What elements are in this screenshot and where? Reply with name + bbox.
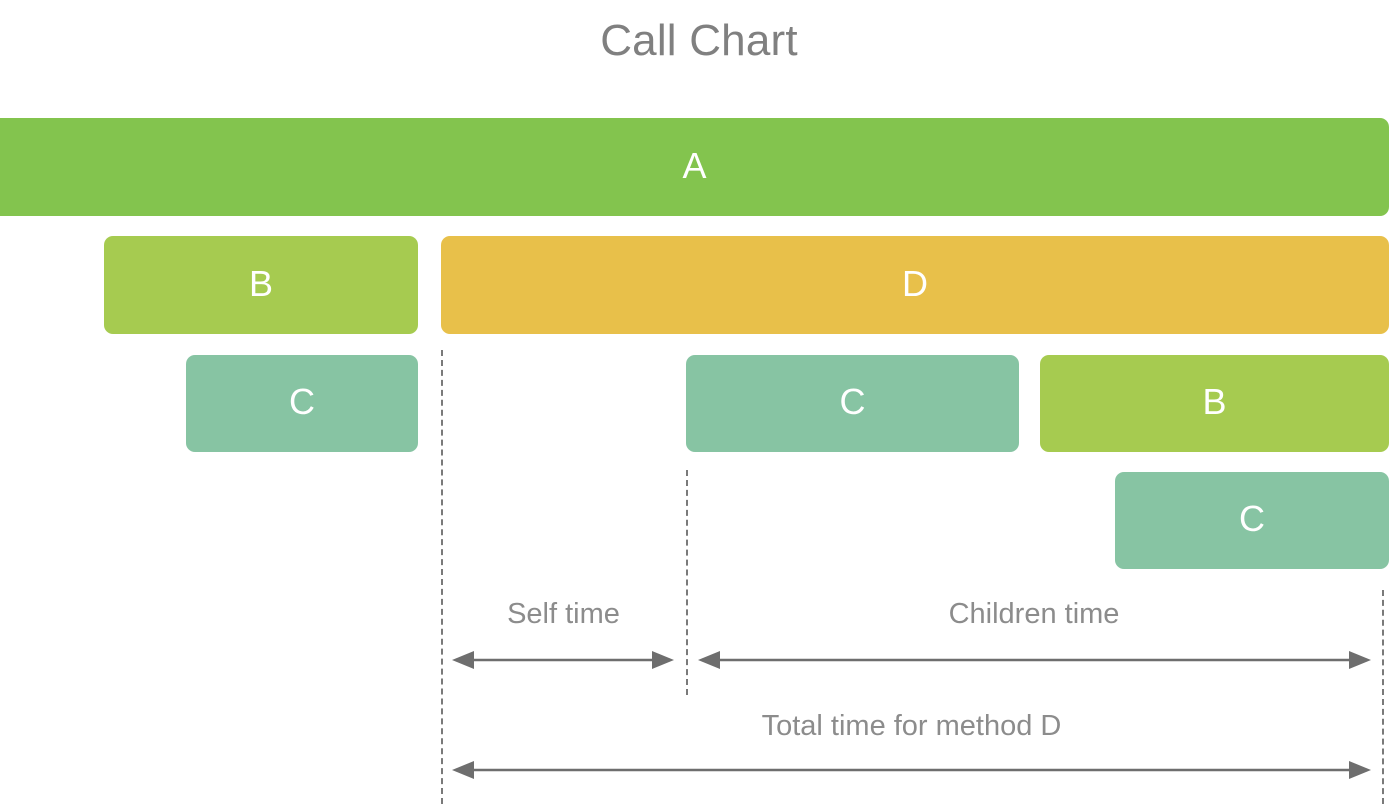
dashed-guide-d-start [441, 350, 443, 804]
call-bar-d-main[interactable]: D [441, 236, 1389, 334]
call-bar-label: C [289, 381, 315, 422]
call-bar-c-right[interactable]: C [1115, 472, 1389, 569]
call-bar-label: B [1202, 381, 1227, 422]
call-bar-a-root[interactable]: A [0, 118, 1389, 216]
call-bar-label: D [902, 262, 928, 304]
call-bar-b-right[interactable]: B [1040, 355, 1389, 452]
arrow-head-right-icon [652, 651, 674, 669]
measure-label-self-time: Self time [507, 598, 620, 630]
dashed-guide-d-end [1382, 590, 1384, 804]
call-bar-label: C [1239, 498, 1265, 539]
arrow-head-left-icon [452, 651, 474, 669]
arrow-head-right-icon [1349, 761, 1371, 779]
call-bar-c-left[interactable]: C [186, 355, 418, 452]
measure-arrow-children-time [698, 651, 1371, 669]
call-bar-c-middle[interactable]: C [686, 355, 1019, 452]
measure-label-total-time: Total time for method D [761, 710, 1062, 742]
arrow-head-left-icon [452, 761, 474, 779]
measure-arrow-self-time [452, 651, 674, 669]
call-bar-label: A [682, 144, 707, 186]
call-bar-label: C [839, 381, 866, 422]
dashed-guide-self-end [686, 470, 688, 695]
call-bar-label: B [248, 262, 273, 304]
arrow-head-left-icon [698, 651, 720, 669]
call-bar-b-left[interactable]: B [104, 236, 418, 334]
page-title: Call Chart [600, 16, 798, 65]
measure-arrow-total-time [452, 761, 1371, 779]
arrow-head-right-icon [1349, 651, 1371, 669]
measure-label-children-time: Children time [948, 598, 1120, 630]
